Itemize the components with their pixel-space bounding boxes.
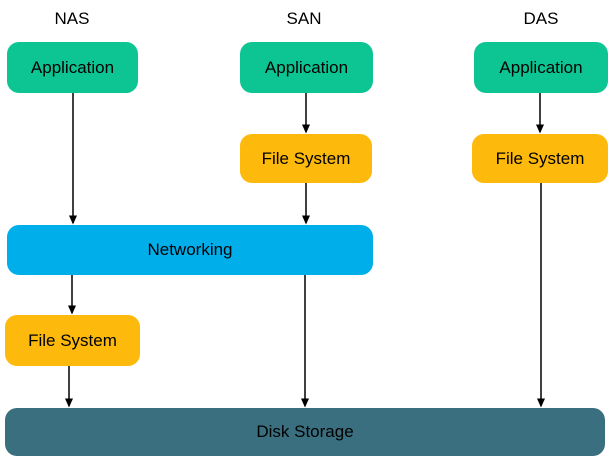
san-file-system-node: File System (240, 134, 372, 183)
column-header-das: DAS (523, 9, 559, 28)
das-file-system-node: File System (472, 134, 608, 183)
san-application-node: Application (240, 42, 373, 93)
column-header-nas: NAS (54, 9, 90, 28)
column-header-san: SAN (286, 9, 322, 28)
nas-file-system-node: File System (5, 315, 140, 366)
networking-node: Networking (7, 225, 373, 275)
nas-application-node: Application (7, 42, 138, 93)
disk-storage-node: Disk Storage (5, 408, 605, 456)
das-application-node: Application (474, 42, 608, 93)
